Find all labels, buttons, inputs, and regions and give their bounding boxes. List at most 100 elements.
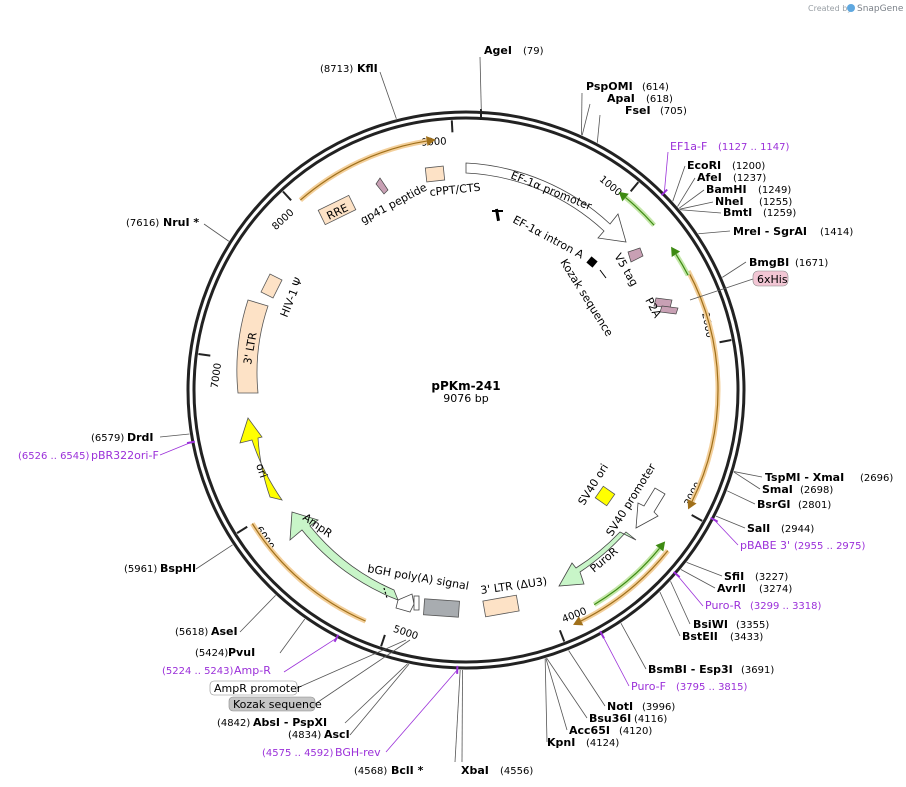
enzyme-pvui: PvuI: [228, 646, 255, 659]
leader-line-9: [698, 230, 731, 235]
tick-mark-7000: [198, 353, 211, 357]
enzyme-absi-pspxi-pos: (4842): [217, 718, 250, 729]
hiv1-psi-box: [260, 273, 283, 299]
enzyme-bsteii: BstEII: [682, 630, 718, 643]
ltr3-label: 3' LTR: [241, 331, 260, 366]
leader-lines: [159, 56, 763, 763]
enzyme-bcli: BclI *: [391, 764, 424, 777]
bgh-polya-box: [423, 598, 460, 618]
ltr3-du3-box: [482, 594, 520, 618]
sixhis-label: 6xHis: [757, 273, 788, 286]
leader-line-27: [344, 663, 408, 724]
enzyme-nrui-pos: (7616): [126, 218, 159, 229]
tick-mark-9000: [450, 120, 454, 133]
enzyme-bsteii-pos: (3433): [730, 632, 763, 643]
enzyme-asei-pos: (5618): [175, 627, 208, 638]
tick-mark-8000: [282, 190, 292, 202]
leader-line-24: [461, 669, 463, 763]
puror-arrow: [558, 531, 637, 587]
hiv1-psi-label: HIV-1 Ψ: [278, 275, 306, 319]
leader-line-13: [727, 490, 756, 505]
enzyme-pspomi: PspOMI: [586, 80, 633, 93]
ampr-promoter-label: AmpR promoter: [214, 682, 302, 695]
primer-mark-34: [660, 188, 668, 196]
leader-line-40: [159, 442, 192, 456]
enzyme-smai-pos: (2698): [800, 485, 833, 496]
ltr3-arc: [236, 299, 269, 394]
leader-line-18: [659, 591, 681, 637]
tick-mark-5000: [380, 634, 386, 647]
tick-label-7000: 7000: [210, 362, 224, 389]
sixhis-badge: [752, 270, 789, 287]
enzyme-apai-pos: (618): [646, 94, 673, 105]
leader-line-29: [239, 595, 276, 633]
enzyme-ecori: EcoRI: [687, 159, 721, 172]
enzyme-bsrgi-pos: (2801): [798, 500, 831, 511]
enzyme-bsmbi-esp3i-pos: (3691): [741, 665, 774, 676]
tick-mark-3000: [691, 514, 703, 522]
kozak-small-shape: [413, 595, 420, 611]
enzyme-acc65i-pos: (4120): [619, 726, 652, 737]
tick-mark-2000: [719, 339, 732, 344]
enzyme-bmti: BmtI: [723, 206, 752, 219]
primer-mark-37: [599, 630, 605, 639]
cppt-box: [424, 165, 446, 183]
tick-mark-4000: [558, 629, 566, 642]
green-arc-3-head: [655, 541, 666, 552]
enzyme-bsphi-pos: (5961): [124, 564, 157, 575]
enzyme-afei-pos: (1237): [733, 173, 766, 184]
enzyme-asei: AseI: [211, 625, 238, 638]
sv40-promoter-arrow: [635, 487, 666, 529]
enzyme-tspmi-xmai-pos: (2696): [860, 473, 893, 484]
cppt-label: cPPT/CTS: [429, 181, 481, 199]
orf-arc-2-core: [580, 550, 669, 622]
primer-bgh-rev: BGH-rev: [335, 746, 381, 759]
backbone-inner-ring: [192, 116, 740, 664]
leader-line-38: [385, 669, 458, 753]
created-by-text: Created by: [808, 4, 852, 13]
enzyme-asci-pos: (4834): [288, 730, 321, 741]
primer-puro-r: Puro-R: [705, 599, 742, 612]
enzyme-bmgbi-pos: (1671): [795, 258, 828, 269]
primer-ef1a-f-range: (1127 .. 1147): [718, 142, 790, 153]
leader-line-34: [663, 151, 669, 193]
orf-arc-2-head: [573, 616, 584, 626]
enzyme-kpni-pos: (4124): [586, 738, 619, 749]
primer-mark-39: [333, 634, 340, 643]
enzyme-xbai: XbaI: [461, 764, 489, 777]
enzyme-sfii-pos: (3227): [755, 572, 788, 583]
tick-mark-1000: [629, 181, 640, 193]
tick-label-1000: 1000: [597, 174, 624, 199]
enzyme-bcli-pos: (4568): [354, 766, 387, 777]
kozak-tick: [599, 269, 607, 279]
leader-line-37: [601, 634, 630, 687]
primer-mark-40: [186, 440, 196, 445]
enzyme-noti: NotI: [607, 700, 633, 713]
primer-puro-f: Puro-F: [631, 680, 666, 693]
leader-line-22: [545, 658, 568, 731]
kozak-label: Kozak sequence: [557, 257, 615, 339]
enzyme-pvui-pos: (5424): [195, 648, 228, 659]
ef1a-intron-label: EF-1α intron A: [511, 213, 587, 261]
enzyme-sfii: SfiI: [724, 570, 744, 583]
leader-line-30: [195, 544, 233, 570]
enzyme-absi-pspxi: AbsI - PspXI: [253, 716, 327, 729]
leader-line-8: [680, 209, 722, 214]
p2a-shape-2: [659, 305, 679, 315]
tick-label-4000: 4000: [561, 606, 589, 626]
enzyme-bsrgi: BsrGI: [757, 498, 790, 511]
leader-line-25: [454, 669, 461, 763]
primer-mark-35: [710, 517, 719, 523]
leader-line-28: [279, 618, 306, 654]
green-arc-1-head: [618, 191, 629, 202]
enzyme-bsphi: BspHI: [160, 562, 196, 575]
ori-label: ori: [253, 462, 270, 480]
green-arc-2-head: [671, 246, 681, 257]
leader-line-4: [672, 165, 686, 202]
enzyme-tspmi-xmai: TspMI - XmaI: [765, 471, 844, 484]
orf-arcs: [250, 136, 721, 626]
enzyme-avrii: AvrII: [717, 582, 746, 595]
leader-line-7: [679, 201, 714, 210]
leader-line-36: [676, 574, 704, 607]
sv40-ori-box: [594, 485, 616, 507]
